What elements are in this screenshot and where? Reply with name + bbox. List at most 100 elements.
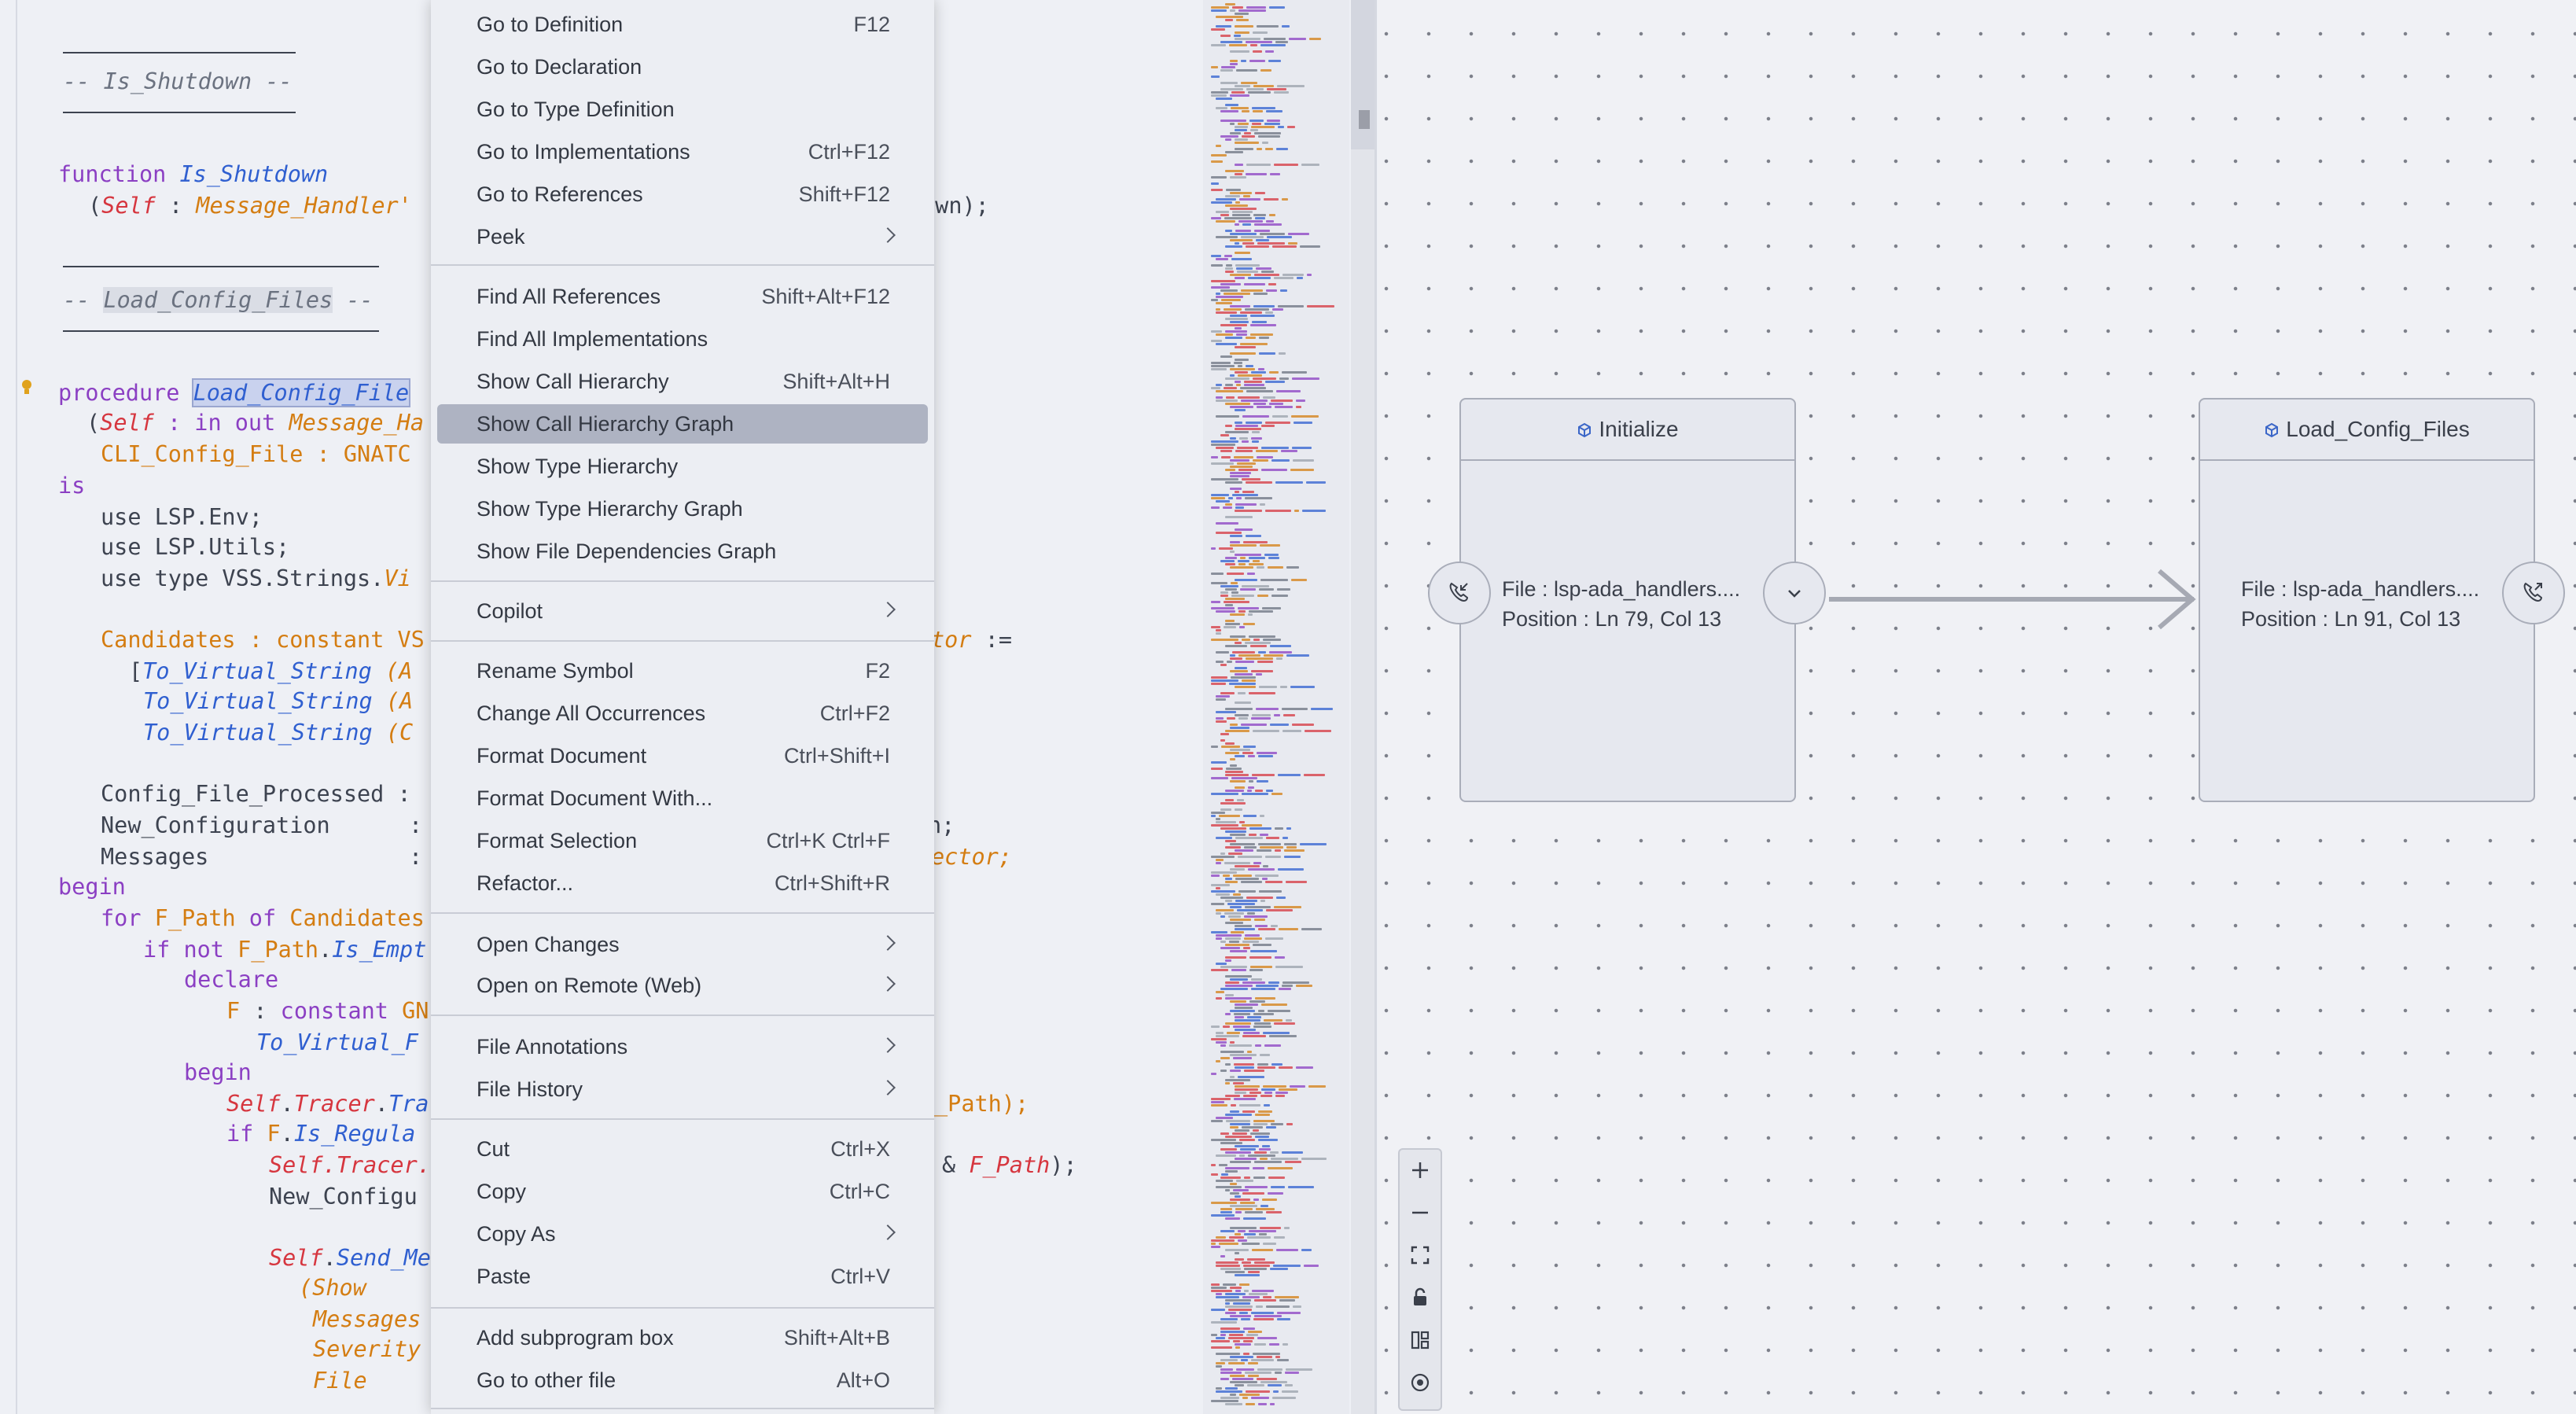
- outgoing-calls-button[interactable]: [2502, 562, 2565, 624]
- minimap-line: [1270, 724, 1289, 726]
- menu-item-peek[interactable]: Peek: [437, 217, 928, 256]
- menu-item-go-to-declaration[interactable]: Go to Declaration: [437, 47, 928, 87]
- minimap-line: [1243, 541, 1268, 543]
- menu-item-show-type-hierarchy-graph[interactable]: Show Type Hierarchy Graph: [437, 489, 928, 528]
- menu-item-file-annotations[interactable]: File Annotations: [437, 1027, 928, 1066]
- zoom-in-button[interactable]: [1400, 1150, 1441, 1191]
- split-divider[interactable]: [1374, 0, 1377, 1414]
- incoming-calls-button[interactable]: [1428, 562, 1491, 624]
- minimap-line: [1266, 220, 1274, 223]
- selected-symbol[interactable]: Load_Config_File: [191, 378, 411, 407]
- minimap-line: [1225, 318, 1248, 320]
- minimap-line: [1261, 1088, 1275, 1091]
- menu-item-format-document-with[interactable]: Format Document With...: [437, 779, 928, 818]
- menu-item-go-to-type-definition[interactable]: Go to Type Definition: [437, 90, 928, 129]
- minimap-line: [1221, 456, 1231, 458]
- menu-item-find-all-implementations[interactable]: Find All Implementations: [437, 319, 928, 359]
- code-line: if F.Is_Regula: [226, 1121, 416, 1147]
- minimap-line: [1292, 724, 1314, 726]
- lightbulb-icon[interactable]: [20, 379, 33, 396]
- minimap-line: [1240, 557, 1246, 559]
- minimap-line: [1230, 459, 1249, 462]
- menu-item-file-history[interactable]: File History: [437, 1070, 928, 1109]
- fit-view-button[interactable]: [1400, 1235, 1441, 1276]
- menu-item-show-type-hierarchy[interactable]: Show Type Hierarchy: [437, 447, 928, 486]
- menu-item-refactor[interactable]: Refactor...Ctrl+Shift+R: [437, 863, 928, 903]
- graph-node-load-config-files[interactable]: Load_Config_Files File : lsp-ada_handler…: [2199, 398, 2535, 802]
- minimap-line: [1226, 189, 1241, 191]
- zoom-out-button[interactable]: [1400, 1192, 1441, 1233]
- expand-button[interactable]: [1763, 562, 1826, 624]
- minimap-line: [1249, 1092, 1261, 1094]
- minimap-line: [1275, 481, 1303, 484]
- minimap-line: [1211, 815, 1216, 817]
- editor-scrollbar[interactable]: [1351, 0, 1374, 1414]
- minimap-line: [1234, 362, 1242, 364]
- minimap-line: [1220, 585, 1238, 587]
- minimap-line: [1230, 406, 1253, 408]
- minimap-line: [1211, 1214, 1235, 1217]
- minimap-line: [1235, 242, 1239, 245]
- minimap-line: [1263, 639, 1281, 641]
- minimap-line: [1242, 440, 1249, 443]
- minimap[interactable]: [1203, 0, 1349, 1414]
- minimap-line: [1220, 1397, 1239, 1399]
- minimap-line: [1260, 1381, 1287, 1383]
- menu-item-open-on-remote[interactable]: Open on Remote (Web): [437, 966, 928, 1005]
- layout-button[interactable]: [1400, 1320, 1441, 1361]
- minimap-line: [1275, 1296, 1299, 1298]
- minimap-line: [1225, 1293, 1246, 1295]
- minimap-line: [1235, 510, 1262, 512]
- minimap-line: [1273, 1390, 1279, 1393]
- minimap-line: [1239, 1104, 1260, 1107]
- minimap-line: [1307, 305, 1334, 307]
- minimap-line: [1235, 1085, 1260, 1088]
- graph-node-initialize[interactable]: Initialize File : lsp-ada_handlers.... P…: [1459, 398, 1796, 802]
- minimap-line: [1243, 623, 1255, 625]
- minimap-line: [1272, 415, 1288, 418]
- menu-item-open-changes[interactable]: Open Changes: [437, 925, 928, 964]
- minimap-line: [1257, 780, 1268, 782]
- minimap-line: [1239, 1312, 1248, 1314]
- comment-text: Load_Config_Files: [103, 287, 333, 313]
- minimap-line: [1250, 315, 1275, 317]
- minimap-line: [1216, 893, 1230, 896]
- center-button[interactable]: [1400, 1362, 1441, 1403]
- menu-item-show-file-dependencies-graph[interactable]: Show File Dependencies Graph: [437, 532, 928, 571]
- minimap-line: [1268, 283, 1276, 285]
- minimap-line: [1235, 503, 1257, 506]
- minimap-line: [1276, 390, 1301, 392]
- menu-item-show-call-hierarchy-graph[interactable]: Show Call Hierarchy Graph: [437, 404, 928, 444]
- minimap-line: [1275, 406, 1293, 408]
- function-name: Is_Regula: [293, 1121, 416, 1147]
- menu-item-copilot[interactable]: Copilot: [437, 591, 928, 631]
- minimap-line: [1230, 834, 1246, 836]
- minimap-line: [1260, 815, 1264, 817]
- minimap-line: [1257, 752, 1277, 754]
- minimap-line: [1230, 613, 1245, 616]
- minimap-line: [1216, 16, 1243, 18]
- minimap-line: [1277, 85, 1305, 87]
- menu-separator: [431, 1408, 934, 1409]
- minimap-line: [1235, 138, 1248, 141]
- minimap-line: [1230, 176, 1246, 179]
- minimap-line: [1246, 657, 1273, 660]
- menu-item-copy-as[interactable]: Copy As: [437, 1214, 928, 1254]
- lock-button[interactable]: [1400, 1277, 1441, 1318]
- minimap-line: [1216, 610, 1235, 613]
- minimap-line: [1230, 132, 1241, 134]
